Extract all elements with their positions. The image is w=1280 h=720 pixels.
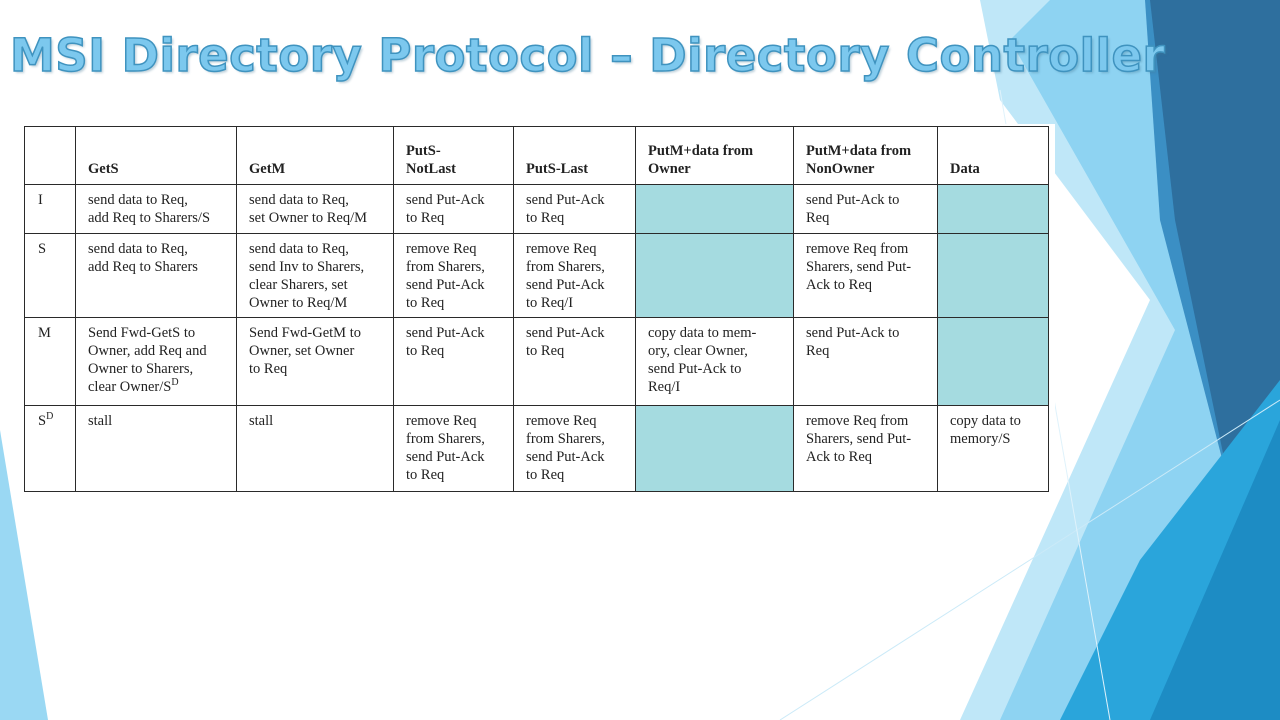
cell-text: remove Req from Sharers, send Put-Ack to… xyxy=(406,241,485,311)
action-cell: send data to Req, add Req to Sharers/S xyxy=(75,184,237,234)
action-cell: Send Fwd-GetM to Owner, set Owner to Req xyxy=(236,317,394,406)
action-cell: remove Req from Sharers, send Put-Ack to… xyxy=(393,405,514,492)
action-cell: send Put-Ack to Req xyxy=(513,184,636,234)
cell-text: stall xyxy=(249,413,274,429)
bg-line-1 xyxy=(779,399,1280,720)
cell-text: remove Req from Sharers, send Put- Ack t… xyxy=(806,241,912,293)
cell-text: send Put-Ack to Req xyxy=(806,325,900,359)
state-superscript: D xyxy=(46,411,54,423)
action-cell: remove Req from Sharers, send Put-Ack to… xyxy=(393,233,514,318)
action-cell: stall xyxy=(75,405,237,492)
cell-text: remove Req from Sharers, send Put-Ack to… xyxy=(526,241,605,311)
state-cell: SD xyxy=(24,405,76,492)
cell-text: send Put-Ack to Req xyxy=(526,192,605,226)
state-label: S xyxy=(38,413,47,429)
column-header: PutS-Last xyxy=(513,126,636,185)
cell-text: send Put-Ack to Req xyxy=(526,325,605,359)
cell-text: send data to Req, add Req to Sharers xyxy=(88,241,198,275)
bg-shape-deep xyxy=(1150,420,1280,720)
cell-text: remove Req from Sharers, send Put-Ack to… xyxy=(526,413,605,483)
cell-text: send Put-Ack to Req xyxy=(806,192,900,226)
shaded-cell xyxy=(635,405,794,492)
shaded-cell xyxy=(937,317,1049,406)
bg-shape-dark xyxy=(1150,0,1280,560)
action-cell: Send Fwd-GetS to Owner, add Req and Owne… xyxy=(75,317,237,406)
action-cell: copy data to memory/S xyxy=(937,405,1049,492)
action-cell: remove Req from Sharers, send Put-Ack to… xyxy=(513,233,636,318)
cell-text: remove Req from Sharers, send Put-Ack to… xyxy=(406,413,485,483)
action-cell: send data to Req, send Inv to Sharers, c… xyxy=(236,233,394,318)
state-cell: M xyxy=(24,317,76,406)
action-cell: send Put-Ack to Req xyxy=(793,184,938,234)
action-cell: stall xyxy=(236,405,394,492)
shaded-cell xyxy=(635,184,794,234)
cell-text: Send Fwd-GetM to Owner, set Owner to Req xyxy=(249,325,361,377)
action-cell: send data to Req, set Owner to Req/M xyxy=(236,184,394,234)
cell-text: send Put-Ack to Req xyxy=(406,325,485,359)
column-header: Data xyxy=(937,126,1049,185)
header-corner-cell xyxy=(24,126,76,185)
table-row: M Send Fwd-GetS to Owner, add Req and Own… xyxy=(24,317,1049,406)
cell-text: copy data to mem- ory, clear Owner, send… xyxy=(648,325,757,395)
cell-superscript: D xyxy=(171,377,179,389)
cell-text: send data to Req, add Req to Sharers/S xyxy=(88,192,211,226)
cell-text: send data to Req, set Owner to Req/M xyxy=(249,192,367,226)
state-label: M xyxy=(38,325,51,341)
cell-text: copy data to memory/S xyxy=(950,413,1021,447)
action-cell: copy data to mem- ory, clear Owner, send… xyxy=(635,317,794,406)
state-cell: S xyxy=(24,233,76,318)
state-label: S xyxy=(38,241,47,257)
column-header: GetS xyxy=(75,126,237,185)
action-cell: send Put-Ack to Req xyxy=(513,317,636,406)
slide-title: MSI Directory Protocol – Directory Contr… xyxy=(9,28,1166,83)
action-cell: remove Req from Sharers, send Put-Ack to… xyxy=(513,405,636,492)
action-cell: send Put-Ack to Req xyxy=(793,317,938,406)
cell-text: send data to Req, send Inv to Sharers, c… xyxy=(249,241,365,311)
action-cell: send Put-Ack to Req xyxy=(393,184,514,234)
state-label: I xyxy=(38,192,43,208)
cell-text: Send Fwd-GetS to Owner, add Req and Owne… xyxy=(88,325,207,395)
cell-text: stall xyxy=(88,413,113,429)
column-header: PutM+data from Owner xyxy=(635,126,794,185)
shaded-cell xyxy=(937,233,1049,318)
action-cell: remove Req from Sharers, send Put- Ack t… xyxy=(793,233,938,318)
column-header: PutS- NotLast xyxy=(393,126,514,185)
cell-text: send Put-Ack to Req xyxy=(406,192,485,226)
shaded-cell xyxy=(937,184,1049,234)
column-header: GetM xyxy=(236,126,394,185)
cell-text: remove Req from Sharers, send Put- Ack t… xyxy=(806,413,912,465)
action-cell: remove Req from Sharers, send Put- Ack t… xyxy=(793,405,938,492)
action-cell: send data to Req, add Req to Sharers xyxy=(75,233,237,318)
action-cell: send Put-Ack to Req xyxy=(393,317,514,406)
bg-shape-left-strip xyxy=(0,430,48,720)
column-header: PutM+data from NonOwner xyxy=(793,126,938,185)
shaded-cell xyxy=(635,233,794,318)
state-cell: I xyxy=(24,184,76,234)
